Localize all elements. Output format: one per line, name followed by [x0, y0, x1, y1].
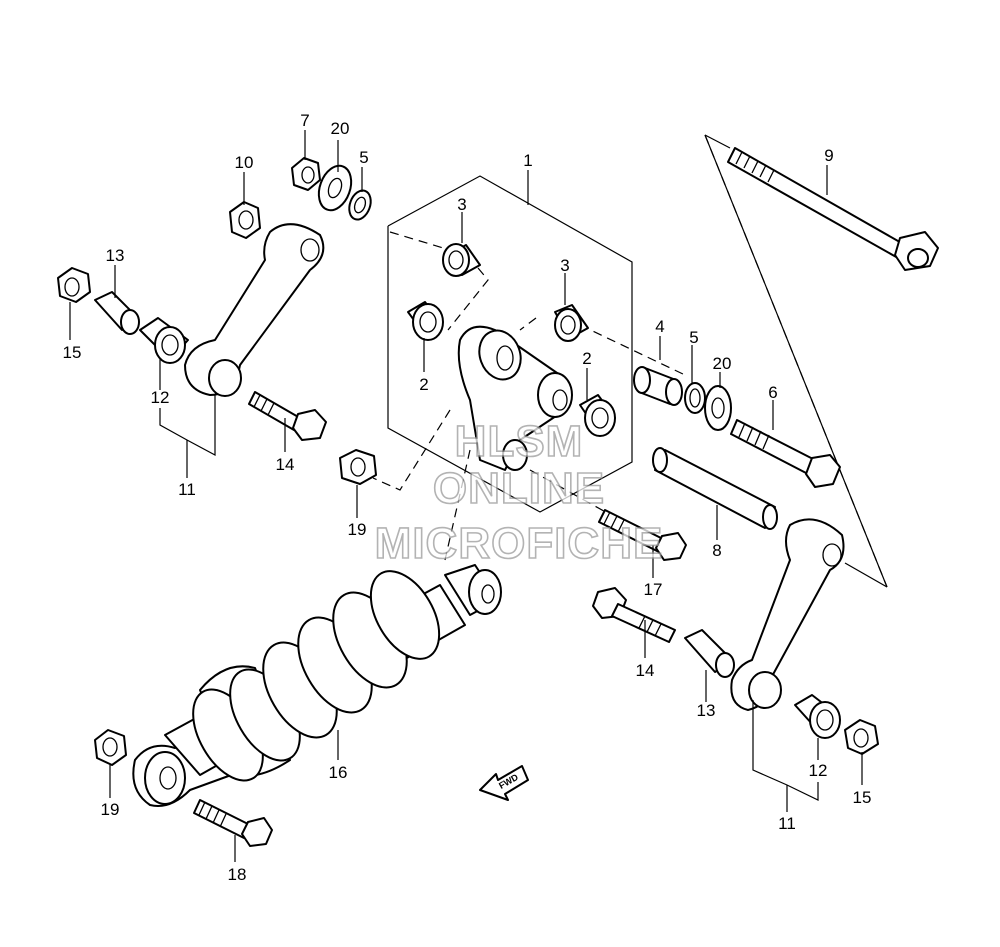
fwd-arrow-icon: FWD — [479, 765, 529, 801]
washer-part-20-top — [317, 164, 353, 212]
bearing-part-3-right — [554, 304, 589, 342]
bearing-part-3-left — [442, 243, 481, 277]
callout-labels: 1 2 2 3 3 4 5 5 6 7 8 9 10 11 11 12 12 1… — [63, 111, 872, 884]
callout-19-lower: 19 — [101, 800, 120, 819]
nut-part-10 — [229, 201, 261, 239]
collar-part-13-left — [94, 291, 140, 335]
collar-part-13-right — [684, 629, 735, 678]
callout-7: 7 — [300, 111, 309, 130]
nut-part-15-left — [57, 267, 91, 303]
callout-9: 9 — [824, 146, 833, 165]
watermark: HLSM ONLINE MICROFICHE — [374, 416, 664, 569]
callout-2-left: 2 — [419, 375, 428, 394]
callout-8: 8 — [712, 541, 721, 560]
cushion-lever-part-1 — [457, 325, 573, 471]
callout-10: 10 — [235, 153, 254, 172]
callout-14-right: 14 — [636, 661, 655, 680]
callout-20-right: 20 — [713, 354, 732, 373]
callout-13-right: 13 — [697, 701, 716, 720]
cushion-lever-group-outline — [387, 175, 633, 513]
callout-5-top: 5 — [359, 148, 368, 167]
collar-part-8 — [652, 447, 778, 530]
nut-part-19-upper — [339, 449, 377, 485]
callout-1: 1 — [523, 151, 532, 170]
watermark-line-1: HLSM — [455, 417, 584, 466]
callout-15-right: 15 — [853, 788, 872, 807]
bearing-part-2-left — [407, 301, 444, 341]
callout-12-right: 12 — [809, 761, 828, 780]
bearing-part-12-right — [794, 694, 841, 739]
spacer-part-4 — [633, 366, 683, 406]
callout-16: 16 — [329, 763, 348, 782]
callout-2-right: 2 — [582, 349, 591, 368]
callout-6: 6 — [768, 383, 777, 402]
long-bolt-part-9 — [727, 147, 939, 271]
callout-5-right: 5 — [689, 328, 698, 347]
shock-absorber-part-16 — [132, 564, 502, 807]
bolt-part-17 — [598, 509, 687, 561]
callout-20-top: 20 — [331, 119, 350, 138]
callout-15-left: 15 — [63, 343, 82, 362]
callout-13-left: 13 — [106, 246, 125, 265]
nut-part-19-lower — [94, 729, 127, 766]
bolt-group-outline — [704, 134, 888, 588]
watermark-line-2: ONLINE — [433, 464, 605, 513]
callout-17: 17 — [644, 580, 663, 599]
bolt-part-18 — [193, 799, 273, 847]
callout-18: 18 — [228, 865, 247, 884]
washer-part-20-right — [704, 385, 732, 431]
bearing-part-2-right — [579, 394, 616, 437]
callout-11-left: 11 — [178, 480, 196, 499]
nut-part-15-right — [844, 719, 879, 755]
callout-3-left: 3 — [457, 195, 466, 214]
callout-3-right: 3 — [560, 256, 569, 275]
assembly-dashed-lines — [372, 231, 686, 561]
bolt-part-6 — [730, 419, 841, 488]
bolt-part-14-right — [592, 587, 676, 643]
callout-11-right: 11 — [778, 814, 796, 833]
cushion-rod-part-11-right — [730, 518, 845, 711]
nut-part-7 — [291, 157, 321, 191]
oil-seal-part-5-top — [348, 189, 372, 221]
callout-12-left: 12 — [151, 388, 170, 407]
leader-lines — [69, 130, 863, 862]
callout-14-left: 14 — [276, 455, 295, 474]
watermark-line-3: MICROFICHE — [375, 519, 664, 568]
oil-seal-part-5-right — [684, 382, 706, 414]
bearing-part-12-left — [139, 317, 189, 364]
cushion-rod-part-11-left — [184, 223, 325, 397]
callout-19-upper: 19 — [348, 520, 367, 539]
callout-4: 4 — [655, 317, 664, 336]
bolt-part-14-left — [248, 391, 327, 441]
